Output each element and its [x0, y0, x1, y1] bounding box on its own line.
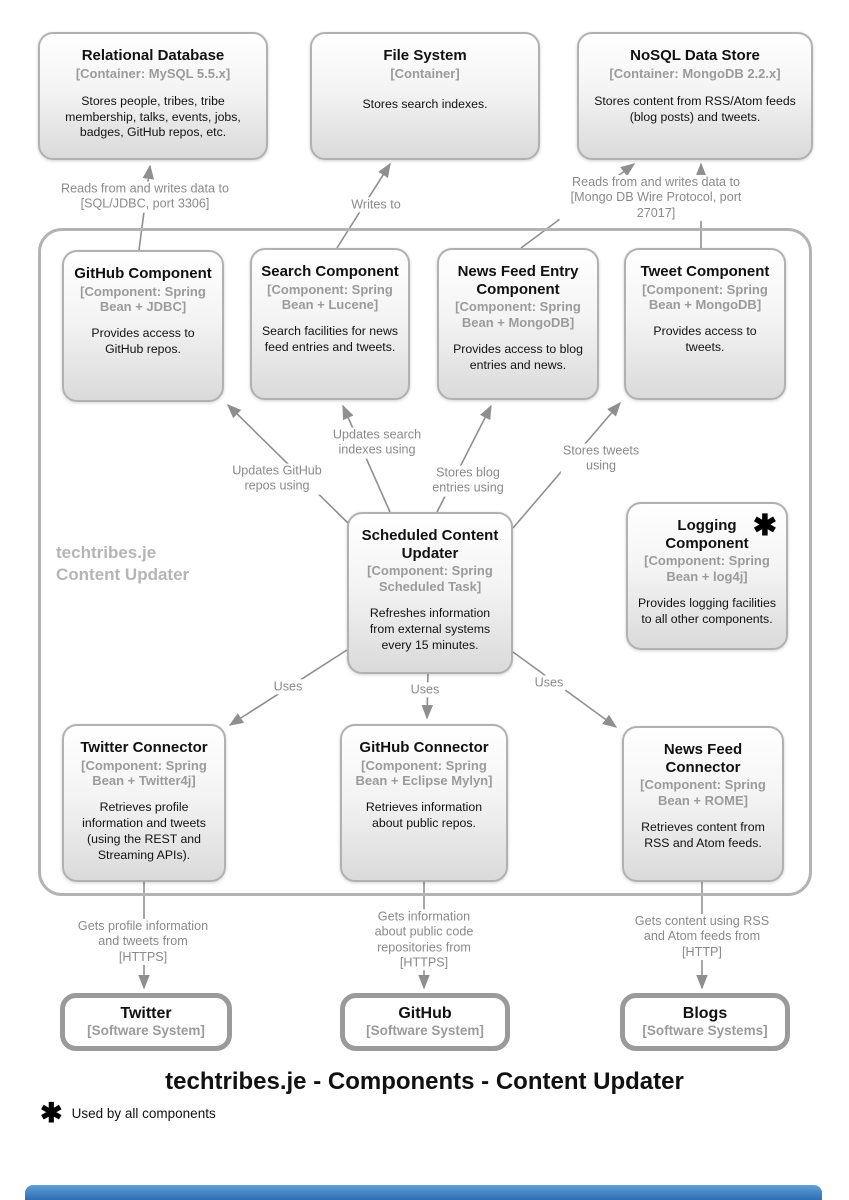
boundary-content-updater: [38, 228, 812, 896]
component-title: Tweet Component: [640, 263, 770, 280]
relationship-label: Reads from and writes data to [SQL/JDBC,…: [59, 181, 231, 213]
legend-text: Used by all components: [71, 1106, 216, 1121]
system-blogs: Blogs [Software Systems]: [620, 993, 790, 1051]
relationship-label: Gets content using RSS and Atom feeds fr…: [632, 913, 772, 961]
component-meta: [Component: Spring Bean + Eclipse Mylyn]: [355, 757, 493, 789]
component-title: News Feed Entry Component: [457, 263, 579, 298]
component-title: Twitter Connector: [80, 739, 208, 756]
relationship-label: Gets information about public code repos…: [372, 909, 476, 971]
relationship-label: Stores tweets using: [560, 443, 642, 475]
system-meta: [Software System]: [87, 1023, 205, 1039]
component-description: Retrieves profile information and tweets…: [82, 800, 206, 862]
component-meta: [Component: Spring Bean + Twitter4j]: [81, 757, 207, 789]
legend: ✱ Used by all components: [40, 1100, 216, 1127]
component-github-connector: GitHub Connector [Component: Spring Bean…: [340, 724, 508, 882]
component-news-feed-entry: News Feed Entry Component [Component: Sp…: [437, 248, 599, 400]
container-description: Stores content from RSS/Atom feeds (blog…: [594, 94, 796, 124]
component-title: Search Component: [261, 263, 399, 280]
component-description: Search facilities for news feed entries …: [261, 324, 398, 355]
component-meta: [Component: Spring Scheduled Task]: [367, 563, 493, 594]
asterisk-legend-icon: ✱: [40, 1098, 63, 1128]
component-meta: [Component: Spring Bean + log4j]: [644, 553, 770, 584]
container-nosql-data-store: NoSQL Data Store [Container: MongoDB 2.2…: [577, 32, 813, 160]
boundary-label: techtribes.je Content Updater: [56, 543, 190, 585]
component-logging: ✱ Logging Component [Component: Spring B…: [626, 502, 788, 650]
component-title: GitHub Component: [74, 265, 212, 282]
container-file-system: File System [Container] Stores search in…: [310, 32, 540, 160]
relationship-label: Gets profile information and tweets from…: [75, 918, 211, 966]
system-title: Twitter: [120, 1005, 172, 1023]
diagram-title: techtribes.je - Components - Content Upd…: [165, 1068, 684, 1095]
component-description: Retrieves information about public repos…: [365, 800, 483, 831]
system-twitter: Twitter [Software System]: [60, 993, 232, 1051]
component-meta: [Component: Spring Bean + ROME]: [640, 777, 766, 808]
relationship-label: Uses: [532, 675, 566, 691]
component-github: GitHub Component [Component: Spring Bean…: [62, 250, 224, 402]
relationship-label: Uses: [408, 682, 442, 698]
container-title: NoSQL Data Store: [630, 47, 760, 64]
bottom-accent-bar: [25, 1185, 822, 1200]
component-title: Logging Component: [665, 517, 749, 552]
relationship-label: Updates search indexes using: [330, 427, 424, 459]
component-description: Provides access to tweets.: [653, 324, 757, 355]
component-description: Retrieves content from RSS and Atom feed…: [641, 820, 765, 850]
relationship-label: Stores blog entries using: [430, 465, 506, 497]
container-description: Stores search indexes.: [362, 97, 488, 112]
relationship-label: Writes to: [349, 197, 403, 213]
component-meta: [Component: Spring Bean + MongoDB]: [455, 299, 581, 330]
component-title: Scheduled Content Updater: [361, 527, 499, 562]
system-meta: [Software Systems]: [642, 1023, 768, 1039]
component-title: News Feed Connector: [663, 741, 743, 776]
component-tweet: Tweet Component [Component: Spring Bean …: [624, 248, 786, 400]
container-meta: [Container]: [390, 65, 460, 81]
component-scheduled-content-updater: Scheduled Content Updater [Component: Sp…: [347, 512, 513, 674]
component-meta: [Component: Spring Bean + MongoDB]: [642, 281, 768, 313]
component-description: Refreshes information from external syst…: [369, 606, 491, 652]
relationship-label: Updates GitHub repos using: [230, 463, 324, 495]
component-description: Provides access to blog entries and news…: [453, 342, 583, 372]
component-twitter-connector: Twitter Connector [Component: Spring Bea…: [62, 724, 226, 882]
system-github: GitHub [Software System]: [340, 993, 510, 1051]
component-search: Search Component [Component: Spring Bean…: [250, 248, 410, 400]
container-title: File System: [383, 47, 467, 64]
container-description: Stores people, tribes, tribe membership,…: [65, 94, 241, 140]
system-meta: [Software System]: [366, 1023, 484, 1039]
component-description: Provides logging facilities to all other…: [637, 596, 777, 626]
container-meta: [Container: MySQL 5.5.x]: [75, 65, 231, 81]
system-title: GitHub: [398, 1005, 452, 1023]
component-description: Provides access to GitHub repos.: [91, 326, 195, 357]
relationship-label: Reads from and writes data to [Mongo DB …: [559, 174, 753, 222]
system-title: Blogs: [682, 1005, 728, 1023]
component-meta: [Component: Spring Bean + Lucene]: [267, 281, 393, 313]
container-title: Relational Database: [81, 47, 225, 64]
component-news-feed-connector: News Feed Connector [Component: Spring B…: [622, 726, 784, 882]
container-meta: [Container: MongoDB 2.2.x]: [609, 65, 781, 81]
component-meta: [Component: Spring Bean + JDBC]: [80, 283, 206, 315]
container-relational-database: Relational Database [Container: MySQL 5.…: [38, 32, 268, 160]
component-title: GitHub Connector: [359, 739, 489, 756]
relationship-label: Uses: [271, 679, 305, 695]
asterisk-badge-icon: ✱: [752, 510, 777, 542]
